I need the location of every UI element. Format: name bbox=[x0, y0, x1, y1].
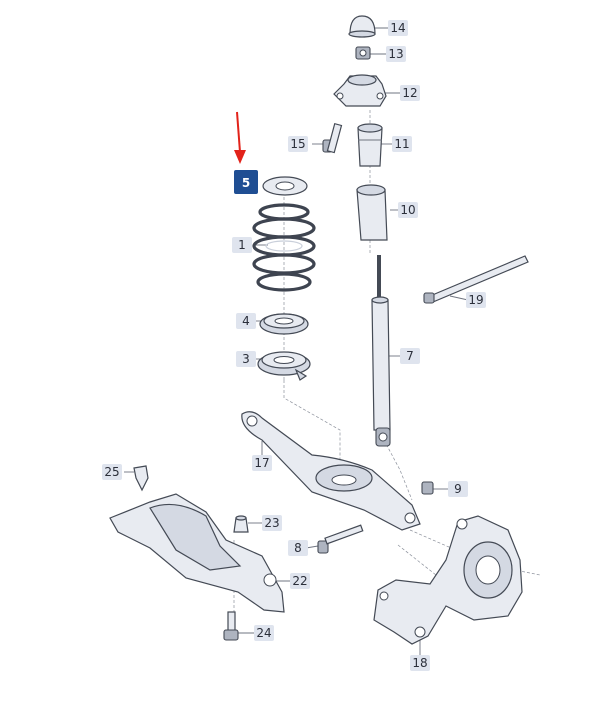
svg-text:7: 7 bbox=[406, 349, 414, 363]
callout-17[interactable]: 17 bbox=[252, 455, 272, 471]
svg-text:4: 4 bbox=[242, 314, 250, 328]
svg-text:14: 14 bbox=[390, 21, 405, 35]
svg-text:25: 25 bbox=[104, 465, 119, 479]
bolt-part-8 bbox=[317, 524, 364, 554]
wheel-bearing-housing-part-18 bbox=[373, 515, 523, 645]
bushing-part-23 bbox=[233, 515, 249, 533]
svg-text:19: 19 bbox=[468, 293, 483, 307]
callout-9[interactable]: 9 bbox=[448, 481, 468, 497]
red-arrow-indicator bbox=[234, 111, 246, 164]
callout-12[interactable]: 12 bbox=[400, 85, 420, 101]
callout-4[interactable]: 4 bbox=[236, 313, 256, 329]
svg-text:18: 18 bbox=[412, 656, 427, 670]
callout-labels: 14 13 12 15 11 5 10 1 19 4 3 7 17 25 9 2… bbox=[102, 20, 486, 671]
spring-pad-part-5 bbox=[262, 176, 308, 196]
callout-1[interactable]: 1 bbox=[232, 237, 252, 253]
clip-part-25 bbox=[133, 465, 149, 492]
callout-19[interactable]: 19 bbox=[466, 292, 486, 308]
svg-text:17: 17 bbox=[254, 456, 269, 470]
bolt-part-24 bbox=[223, 611, 239, 641]
svg-text:1: 1 bbox=[238, 238, 246, 252]
cable-tie-part-19 bbox=[423, 255, 529, 304]
svg-text:22: 22 bbox=[292, 574, 307, 588]
shock-absorber-part-7 bbox=[371, 255, 391, 447]
svg-text:23: 23 bbox=[264, 516, 279, 530]
callout-23[interactable]: 23 bbox=[262, 515, 282, 531]
bump-stop-part-11 bbox=[357, 123, 383, 167]
spring-seat-part-3 bbox=[257, 351, 311, 381]
callout-10[interactable]: 10 bbox=[398, 202, 418, 218]
svg-text:3: 3 bbox=[242, 352, 250, 366]
nut-part-9 bbox=[421, 481, 434, 495]
callout-14[interactable]: 14 bbox=[388, 20, 408, 36]
svg-text:12: 12 bbox=[402, 86, 417, 100]
svg-text:10: 10 bbox=[400, 203, 415, 217]
callout-22[interactable]: 22 bbox=[290, 573, 310, 589]
svg-text:15: 15 bbox=[290, 137, 305, 151]
callout-24[interactable]: 24 bbox=[254, 625, 274, 641]
svg-text:13: 13 bbox=[388, 47, 403, 61]
callout-18[interactable]: 18 bbox=[410, 655, 430, 671]
svg-text:8: 8 bbox=[294, 541, 302, 555]
callout-3[interactable]: 3 bbox=[236, 351, 256, 367]
callout-25[interactable]: 25 bbox=[102, 464, 122, 480]
coil-spring-part-1 bbox=[252, 203, 316, 292]
bolt-part-15 bbox=[322, 122, 343, 154]
callout-8[interactable]: 8 bbox=[288, 540, 308, 556]
spring-link-part-17 bbox=[241, 411, 421, 531]
callout-5-highlighted[interactable]: 5 bbox=[234, 170, 258, 194]
cap-part-14 bbox=[348, 15, 376, 38]
svg-text:9: 9 bbox=[454, 482, 462, 496]
callout-7[interactable]: 7 bbox=[400, 348, 420, 364]
svg-text:5: 5 bbox=[242, 176, 250, 190]
svg-text:11: 11 bbox=[394, 137, 409, 151]
nut-part-13 bbox=[355, 46, 371, 60]
spring-seat-part-4 bbox=[259, 313, 309, 335]
callout-13[interactable]: 13 bbox=[386, 46, 406, 62]
callout-11[interactable]: 11 bbox=[392, 136, 412, 152]
top-mount-part-12 bbox=[333, 74, 387, 107]
trailing-arm-part-22 bbox=[109, 493, 285, 613]
svg-text:24: 24 bbox=[256, 626, 271, 640]
callout-15[interactable]: 15 bbox=[288, 136, 308, 152]
protective-sleeve-part-10 bbox=[356, 184, 388, 241]
